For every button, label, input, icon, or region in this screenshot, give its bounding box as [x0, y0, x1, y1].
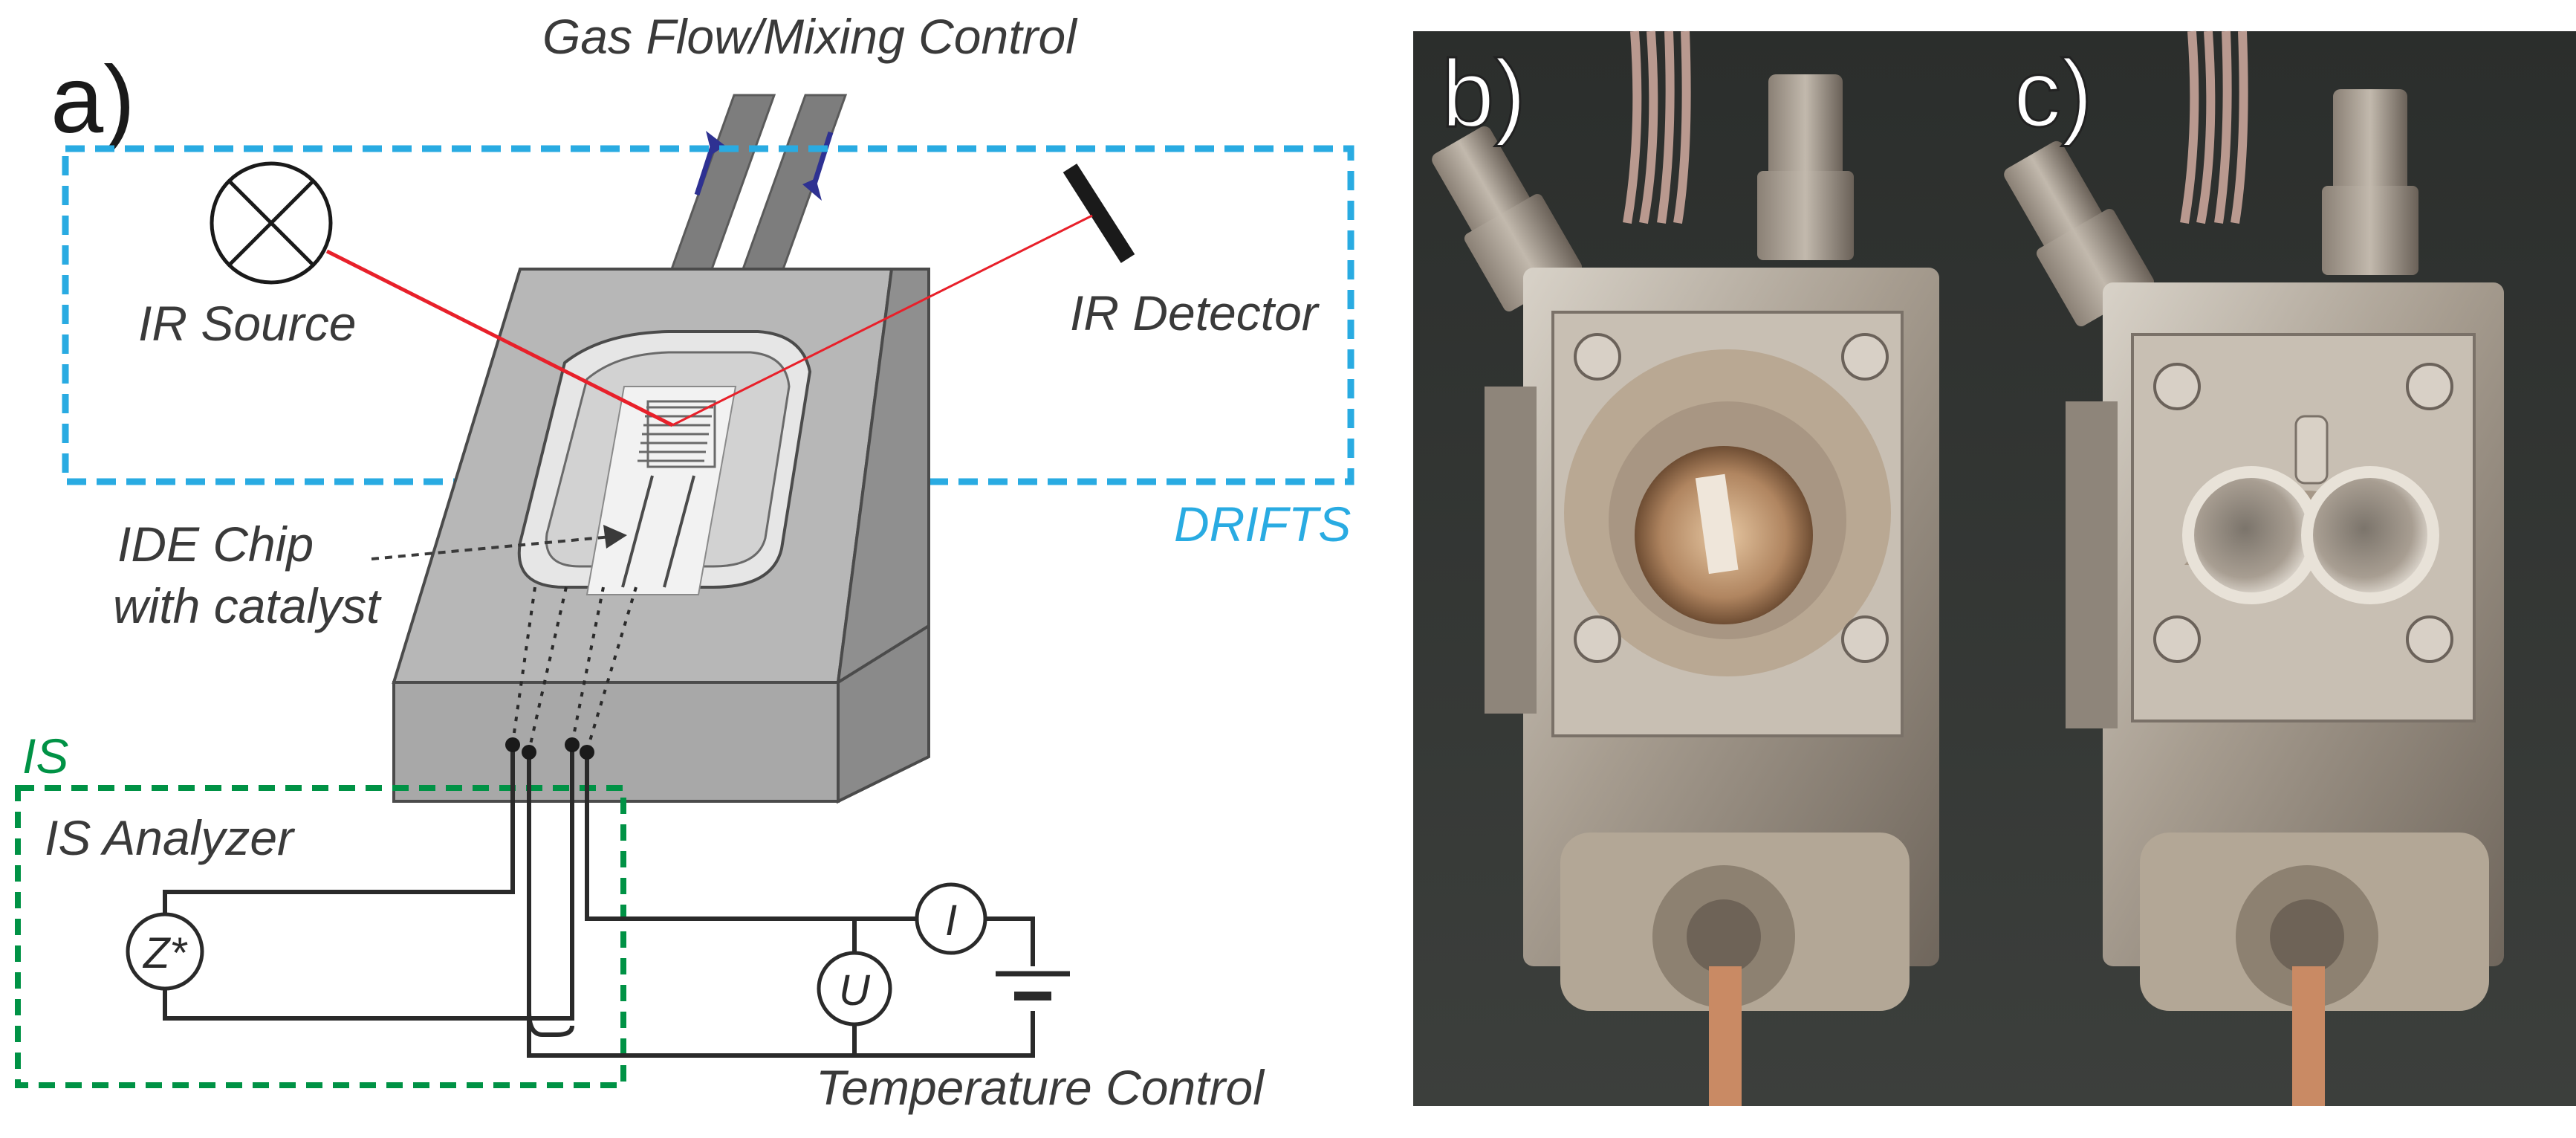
- panel-a-schematic: a) Gas Flow/Mixing Control DRIFTS: [15, 9, 1354, 1115]
- gas-flow-label: Gas Flow/Mixing Control: [542, 9, 1078, 64]
- ide-chip-label-line2: with catalyst: [113, 578, 382, 633]
- window-right: [2301, 466, 2439, 604]
- gas-tubes: [669, 94, 848, 271]
- panel-a-label: a): [51, 47, 135, 153]
- ir-source-icon: [210, 161, 333, 285]
- ide-chip-label-line1: IDE Chip: [117, 517, 314, 572]
- impedance-meter-icon: [126, 912, 204, 991]
- panel-b-photo: b): [1413, 30, 1985, 1106]
- hidden-leads: [511, 586, 637, 751]
- is-region-box: [15, 785, 626, 1088]
- is-label: IS: [22, 728, 68, 783]
- ir-detector-label: IR Detector: [1070, 285, 1320, 340]
- panel-b-label: b): [1441, 41, 1526, 147]
- impedance-label: Z*: [142, 929, 188, 977]
- voltage-label: U: [839, 966, 871, 1015]
- window-left: [2182, 466, 2320, 604]
- current-meter-icon: [915, 882, 987, 955]
- power-supply-icon: [996, 971, 1070, 1000]
- ide-chip-pointer: [371, 525, 627, 560]
- panel-c-photo: c): [1985, 30, 2576, 1106]
- ir-beam: [325, 214, 1093, 427]
- reaction-cell-block: [392, 268, 930, 804]
- chip-contacts: [505, 737, 594, 760]
- current-label: I: [945, 896, 957, 945]
- is-analyzer-label: IS Analyzer: [45, 810, 296, 865]
- drifts-label: DRIFTS: [1174, 497, 1351, 552]
- ir-source-label: IR Source: [138, 296, 356, 351]
- temperature-control-label: Temperature Control: [816, 1060, 1265, 1115]
- panel-c-label: c): [2014, 41, 2093, 147]
- ir-detector-icon: [1062, 164, 1135, 263]
- voltage-meter-icon: [817, 951, 892, 1027]
